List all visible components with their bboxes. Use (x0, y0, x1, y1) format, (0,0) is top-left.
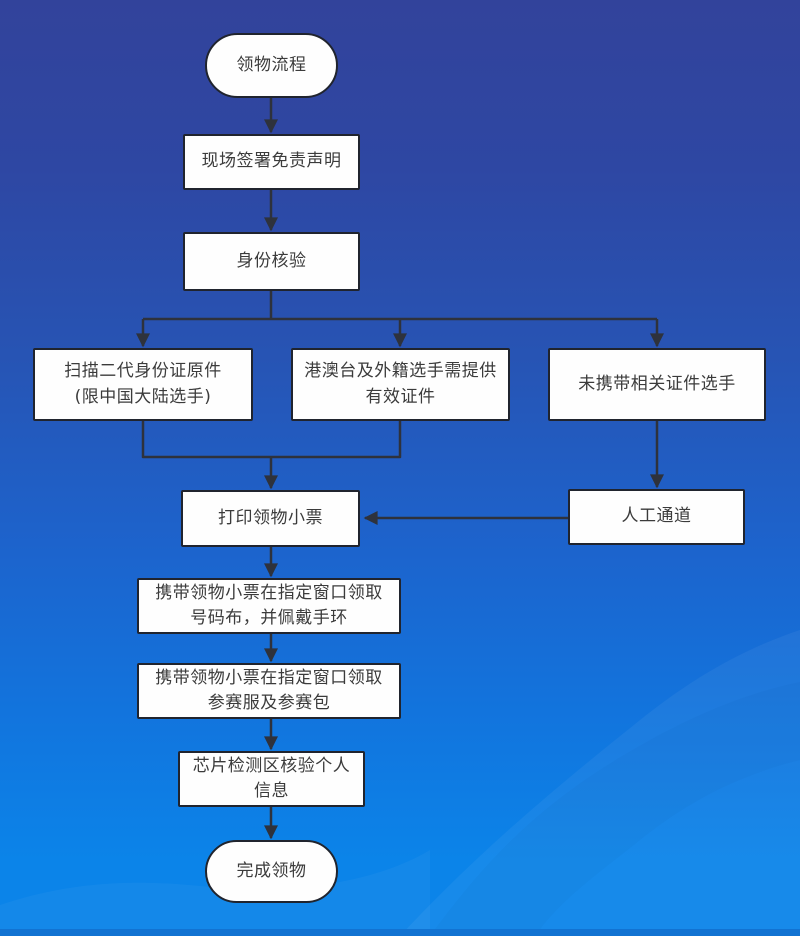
node-chip-check-label: 芯片检测区核验个人 信息 (192, 756, 351, 801)
node-hmt-foreign-label: 港澳台及外籍选手需提供 有效证件 (304, 361, 497, 407)
node-chip-check: 芯片检测区核验个人 信息 (178, 751, 365, 807)
node-hmt-foreign: 港澳台及外籍选手需提供 有效证件 (291, 348, 510, 421)
node-print-receipt-label: 打印领物小票 (218, 507, 323, 528)
node-bib-wristband: 携带领物小票在指定窗口领取 号码布，并佩戴手环 (137, 578, 401, 634)
node-scan-id: 扫描二代身份证原件 (限中国大陆选手) (33, 348, 253, 421)
node-identity-check-label: 身份核验 (236, 250, 307, 271)
node-scan-id-label: 扫描二代身份证原件 (限中国大陆选手) (64, 361, 222, 407)
node-sign-disclaimer-label: 现场签署免责声明 (201, 151, 342, 172)
bottom-edge-strip (0, 929, 800, 936)
node-start-label: 领物流程 (236, 54, 307, 75)
edge-merge-bar (141, 421, 402, 459)
node-finish-label: 完成领物 (236, 860, 307, 881)
node-finish: 完成领物 (205, 840, 338, 903)
node-manual-channel-label: 人工通道 (621, 506, 692, 527)
node-manual-channel: 人工通道 (568, 489, 745, 545)
node-start: 领物流程 (205, 33, 338, 98)
node-race-pack: 携带领物小票在指定窗口领取 参赛服及参赛包 (137, 663, 401, 719)
node-identity-check: 身份核验 (183, 232, 360, 291)
node-bib-wristband-label: 携带领物小票在指定窗口领取 号码布，并佩戴手环 (155, 583, 383, 628)
node-no-docs: 未携带相关证件选手 (548, 348, 766, 421)
node-sign-disclaimer: 现场签署免责声明 (183, 134, 360, 190)
node-print-receipt: 打印领物小票 (181, 490, 360, 547)
node-race-pack-label: 携带领物小票在指定窗口领取 参赛服及参赛包 (155, 668, 383, 713)
node-no-docs-label: 未携带相关证件选手 (578, 373, 736, 394)
